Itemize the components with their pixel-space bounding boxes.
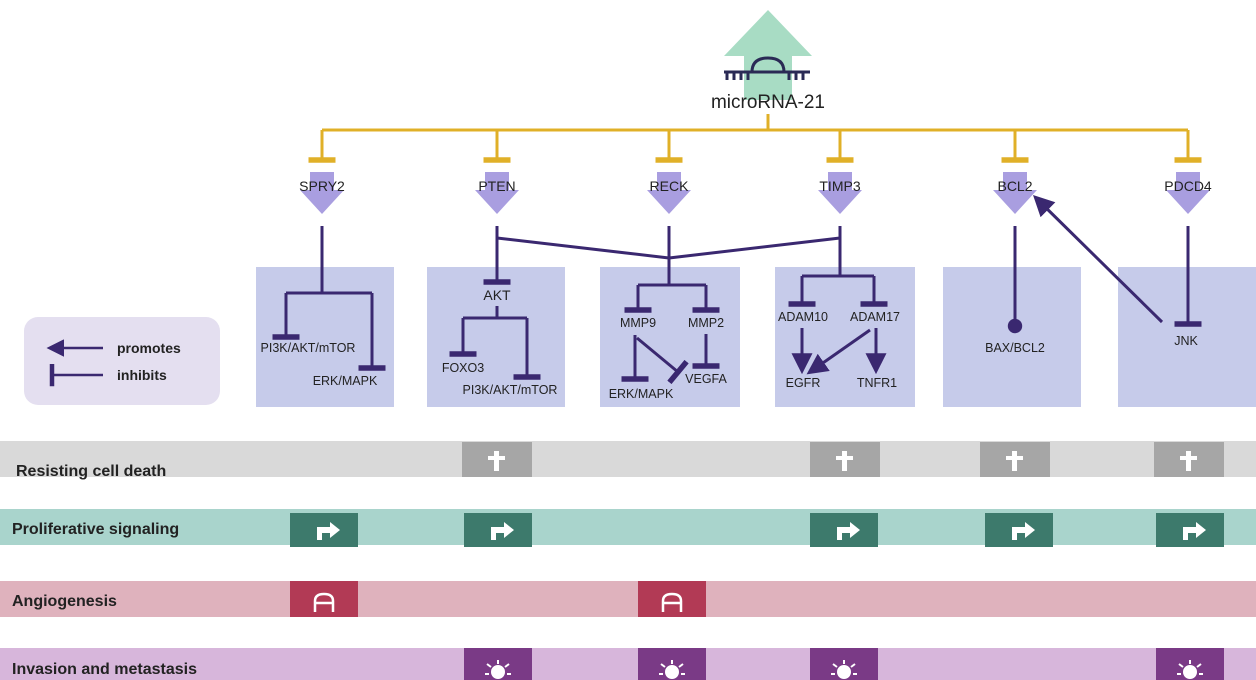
reck-pathway <box>621 283 720 385</box>
legend-box <box>24 317 220 405</box>
pdcd4-pathway <box>1033 195 1202 327</box>
turn-arrow-icon <box>317 522 1206 540</box>
mirna-inhibition-tree <box>308 114 1202 163</box>
legend: promotes inhibits <box>24 317 220 405</box>
bcl2-baxbcl2-label: BAX/BCL2 <box>985 341 1045 355</box>
spry2-pathway <box>272 226 386 371</box>
mirna-hairpin-icon <box>724 56 810 80</box>
spry2-pi3k-label: PI3K/AKT/mTOR <box>261 341 356 355</box>
target-label-reck: RECK <box>650 178 690 194</box>
target-label-pdcd4: PDCD4 <box>1164 178 1212 194</box>
pathway-box-timp3 <box>775 267 915 407</box>
hallmark-proliferative-signaling: Proliferative signaling <box>0 509 1256 547</box>
pathway-box-pten <box>427 267 565 407</box>
target-label-bcl2: BCL2 <box>997 178 1032 194</box>
pdcd4-jnk-label: JNK <box>1174 334 1198 348</box>
target-label-spry2: SPRY2 <box>299 178 345 194</box>
legend-inhibits: inhibits <box>117 367 167 383</box>
shared-connector <box>483 226 842 285</box>
target-arrow-pdcd4 <box>1166 172 1210 214</box>
reck-mmp9-label: MMP9 <box>620 316 656 330</box>
reck-erk-label: ERK/MAPK <box>609 387 674 401</box>
pten-foxo3-label: FOXO3 <box>442 361 484 375</box>
spry2-erk-label: ERK/MAPK <box>313 374 378 388</box>
timp3-adam10-label: ADAM10 <box>778 310 828 324</box>
target-label-timp3: TIMP3 <box>819 178 860 194</box>
reck-mmp2-label: MMP2 <box>688 316 724 330</box>
upregulation-arrow-icon <box>724 10 812 100</box>
hallmark-invasion-metastasis: Invasion and metastasis <box>0 648 1256 680</box>
mirna-header: microRNA-21 <box>711 10 825 113</box>
vessel-icon <box>313 592 683 612</box>
pten-pathway <box>449 306 541 380</box>
target-label-pten: PTEN <box>478 178 515 194</box>
pten-akt-label: AKT <box>483 287 511 303</box>
hallmark-resisting-cell-death: Resisting cell death <box>0 441 1256 480</box>
target-arrow-bcl2 <box>993 172 1037 214</box>
hallmark-label-proliferative: Proliferative signaling <box>12 521 179 538</box>
target-arrow-reck <box>647 172 691 214</box>
legend-promotes: promotes <box>117 340 181 356</box>
pten-pi3k-label: PI3K/AKT/mTOR <box>463 383 558 397</box>
timp3-pathway <box>788 274 888 375</box>
cross-icon <box>488 451 1197 471</box>
target-arrow-timp3 <box>818 172 862 214</box>
mirna-label: microRNA-21 <box>711 92 825 113</box>
hallmark-label-resisting: Resisting cell death <box>16 463 166 480</box>
timp3-adam17-label: ADAM17 <box>850 310 900 324</box>
target-arrow-spry2 <box>300 172 344 214</box>
timp3-egfr-label: EGFR <box>786 376 821 390</box>
hallmark-label-invasion: Invasion and metastasis <box>12 661 197 678</box>
starburst-icon <box>485 660 1203 679</box>
hallmark-label-angiogenesis: Angiogenesis <box>12 593 117 610</box>
target-arrows <box>300 172 1210 214</box>
pathway-box-bcl2 <box>943 267 1081 407</box>
timp3-tnfr1-label: TNFR1 <box>857 376 897 390</box>
target-labels: SPRY2 PTEN RECK TIMP3 BCL2 PDCD4 <box>299 178 1212 194</box>
pathway-boxes <box>256 267 1256 407</box>
target-arrow-pten <box>475 172 519 214</box>
reck-vegfa-label: VEGFA <box>685 372 727 386</box>
pathway-box-reck <box>600 267 740 407</box>
hallmark-angiogenesis: Angiogenesis <box>0 581 1256 617</box>
